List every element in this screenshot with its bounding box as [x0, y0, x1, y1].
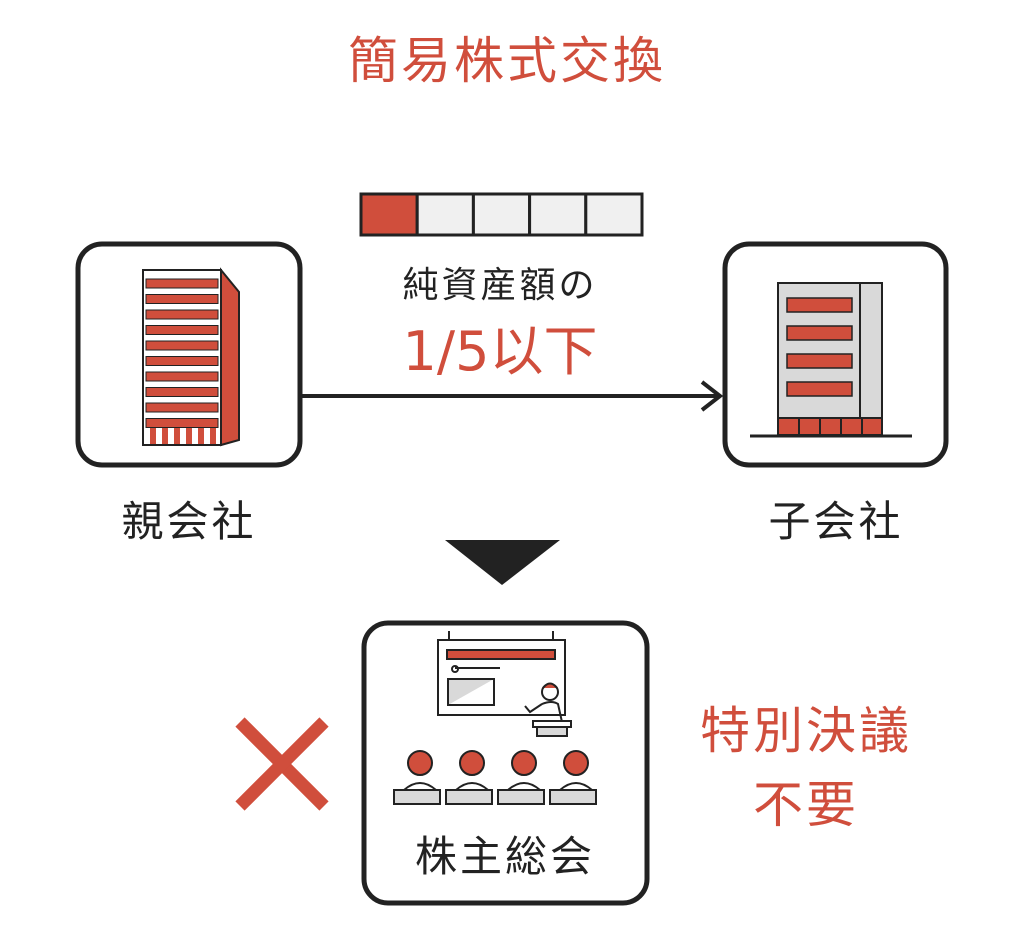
not-required-label: 不要 — [753, 776, 859, 834]
ratio-bar — [359, 192, 644, 237]
ratio-bar-segment — [528, 192, 588, 237]
shareholders-meeting-box — [361, 620, 650, 906]
ratio-bar-segment — [471, 192, 532, 237]
ratio-label: 純資産額の — [402, 265, 597, 306]
ratio-bar-segment — [415, 192, 475, 237]
special-resolution-label: 特別決議 — [700, 702, 912, 760]
subsidiary-label: 子会社 — [768, 497, 903, 546]
down-triangle-icon — [445, 540, 560, 585]
parent-company-label: 親会社 — [121, 497, 256, 546]
office-building-icon — [750, 282, 912, 438]
ratio-value: 1/5以下 — [403, 320, 598, 383]
cross-mark-icon — [235, 717, 329, 811]
ratio-bar-segment — [584, 192, 644, 237]
title: 簡易株式交換 — [348, 32, 666, 90]
skyscraper-icon — [142, 267, 240, 447]
shareholders-meeting-label: 株主総会 — [415, 832, 595, 881]
arrow-right-icon — [300, 380, 724, 412]
meeting-illustration-icon — [393, 631, 597, 805]
ratio-bar-segment — [359, 192, 419, 237]
